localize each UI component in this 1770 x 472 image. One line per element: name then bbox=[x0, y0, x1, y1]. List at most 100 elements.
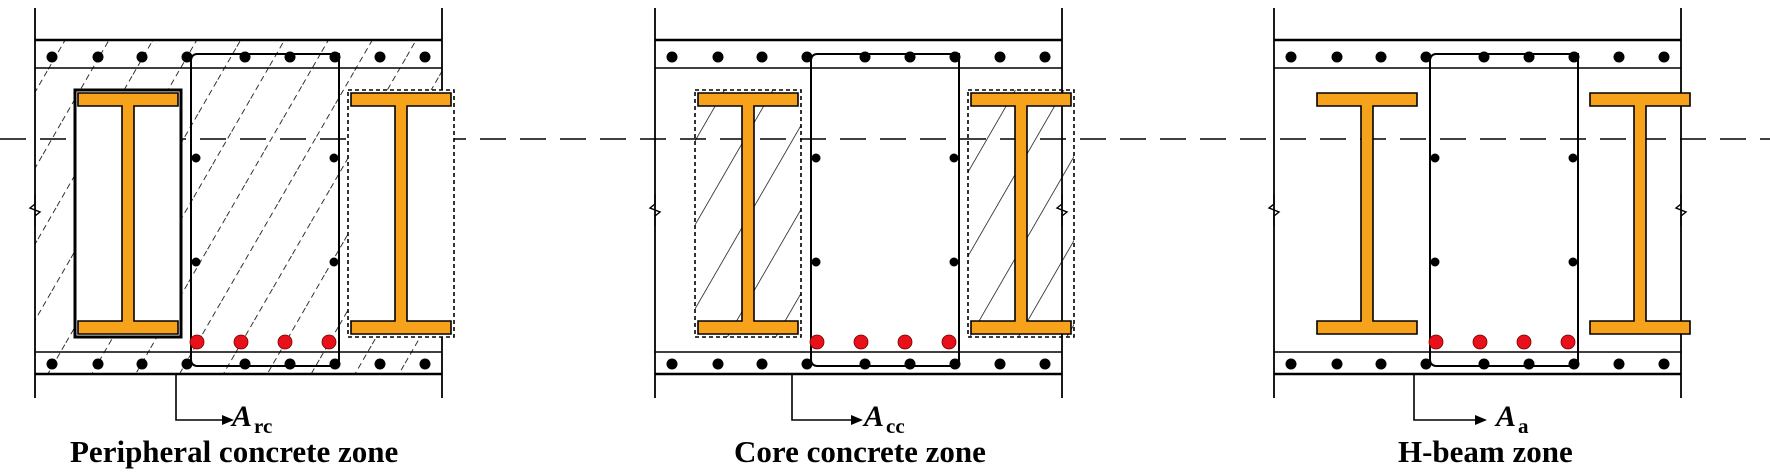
break-right bbox=[1055, 194, 1069, 226]
top-bar-8 bbox=[1658, 51, 1670, 63]
bottom-bar-4 bbox=[859, 358, 871, 370]
bottom-bar-8 bbox=[419, 358, 431, 370]
top-bar-1 bbox=[92, 51, 104, 63]
ibeam-right bbox=[970, 92, 1072, 335]
top-bar-1 bbox=[1331, 51, 1343, 63]
top-bar-4 bbox=[1478, 51, 1490, 63]
bottom-bar-7 bbox=[994, 358, 1006, 370]
side-bar-2 bbox=[949, 153, 959, 163]
ibeam-left bbox=[77, 92, 179, 335]
bottom-bar-1 bbox=[712, 358, 724, 370]
break-left bbox=[648, 194, 662, 226]
bottom-bar-2 bbox=[1375, 358, 1387, 370]
label-hbeam: A a H-beam zone bbox=[1398, 400, 1573, 469]
bottom-bar-2 bbox=[136, 358, 148, 370]
top-bar-8 bbox=[419, 51, 431, 63]
top-bar-2 bbox=[136, 51, 148, 63]
red-bar-1 bbox=[853, 334, 869, 350]
bottom-bar-6 bbox=[949, 358, 961, 370]
top-bar-7 bbox=[374, 51, 386, 63]
stirrup bbox=[190, 53, 340, 367]
subscript-rc: rc bbox=[254, 414, 272, 438]
bottom-bar-8 bbox=[1658, 358, 1670, 370]
red-bar-2 bbox=[1516, 334, 1532, 350]
bottom-bar-5 bbox=[1523, 358, 1535, 370]
title-hbeam: H-beam zone bbox=[1398, 434, 1573, 469]
top-bar-2 bbox=[756, 51, 768, 63]
red-bar-1 bbox=[1472, 334, 1488, 350]
bottom-bar-0 bbox=[46, 358, 58, 370]
bottom-bar-4 bbox=[1478, 358, 1490, 370]
red-bar-2 bbox=[897, 334, 913, 350]
top-bar-7 bbox=[1613, 51, 1625, 63]
top-bar-8 bbox=[1039, 51, 1051, 63]
top-bar-2 bbox=[1375, 51, 1387, 63]
side-bar-1 bbox=[811, 257, 821, 267]
red-bar-0 bbox=[1428, 334, 1444, 350]
top-bar-1 bbox=[712, 51, 724, 63]
side-bar-0 bbox=[811, 153, 821, 163]
ibeam-right bbox=[350, 92, 452, 335]
red-bar-0 bbox=[809, 334, 825, 350]
bottom-bar-8 bbox=[1039, 358, 1051, 370]
top-bar-5 bbox=[1523, 51, 1535, 63]
top-bar-7 bbox=[994, 51, 1006, 63]
bottom-bar-7 bbox=[1613, 358, 1625, 370]
bottom-bar-0 bbox=[1285, 358, 1297, 370]
break-right bbox=[1674, 194, 1688, 226]
side-bar-2 bbox=[329, 153, 339, 163]
side-bar-0 bbox=[191, 153, 201, 163]
top-bar-5 bbox=[904, 51, 916, 63]
bottom-bar-3 bbox=[801, 358, 813, 370]
leader-line bbox=[175, 375, 226, 421]
top-bar-6 bbox=[329, 51, 341, 63]
bottom-bar-5 bbox=[284, 358, 296, 370]
bottom-bar-7 bbox=[374, 358, 386, 370]
top-bar-0 bbox=[666, 51, 678, 63]
bottom-bar-6 bbox=[329, 358, 341, 370]
side-bar-3 bbox=[949, 257, 959, 267]
top-bar-3 bbox=[181, 51, 193, 63]
side-bar-3 bbox=[329, 257, 339, 267]
title-core: Core concrete zone bbox=[734, 434, 986, 469]
panel-peripheral bbox=[28, 8, 455, 425]
symbol-A-a: A bbox=[1494, 400, 1516, 433]
ibeam-box-right bbox=[967, 89, 1075, 338]
red-bar-3 bbox=[321, 334, 337, 350]
top-bar-4 bbox=[239, 51, 251, 63]
label-core: A cc Core concrete zone bbox=[734, 400, 986, 469]
red-bar-1 bbox=[233, 334, 249, 350]
stirrup bbox=[810, 53, 960, 367]
leader-line bbox=[1413, 375, 1479, 421]
red-bar-0 bbox=[189, 334, 205, 350]
ibeam-left bbox=[697, 92, 799, 335]
subscript-a: a bbox=[1518, 414, 1529, 438]
ibeam-left bbox=[1316, 92, 1418, 335]
break-left bbox=[28, 194, 42, 226]
bottom-bar-2 bbox=[756, 358, 768, 370]
side-bar-2 bbox=[1568, 153, 1578, 163]
top-bar-5 bbox=[284, 51, 296, 63]
break-left bbox=[1267, 194, 1281, 226]
side-bar-1 bbox=[191, 257, 201, 267]
symbol-A-rc: A bbox=[230, 400, 252, 433]
red-bar-3 bbox=[1560, 334, 1576, 350]
bottom-bar-4 bbox=[239, 358, 251, 370]
ibeam-right bbox=[1589, 92, 1691, 335]
title-peripheral: Peripheral concrete zone bbox=[70, 434, 398, 469]
top-bar-6 bbox=[1568, 51, 1580, 63]
top-bar-3 bbox=[1420, 51, 1432, 63]
red-bar-2 bbox=[277, 334, 293, 350]
leader-arrowhead bbox=[1475, 415, 1487, 425]
label-peripheral: A rc Peripheral concrete zone bbox=[70, 400, 398, 469]
top-bar-4 bbox=[859, 51, 871, 63]
symbol-A-cc: A bbox=[862, 400, 884, 433]
bottom-bar-6 bbox=[1568, 358, 1580, 370]
ibeam-box-left bbox=[694, 89, 802, 338]
panel-hbeam bbox=[1267, 8, 1691, 425]
side-bar-1 bbox=[1430, 257, 1440, 267]
bottom-bar-1 bbox=[92, 358, 104, 370]
leader-arrowhead bbox=[851, 415, 863, 425]
bottom-bar-0 bbox=[666, 358, 678, 370]
